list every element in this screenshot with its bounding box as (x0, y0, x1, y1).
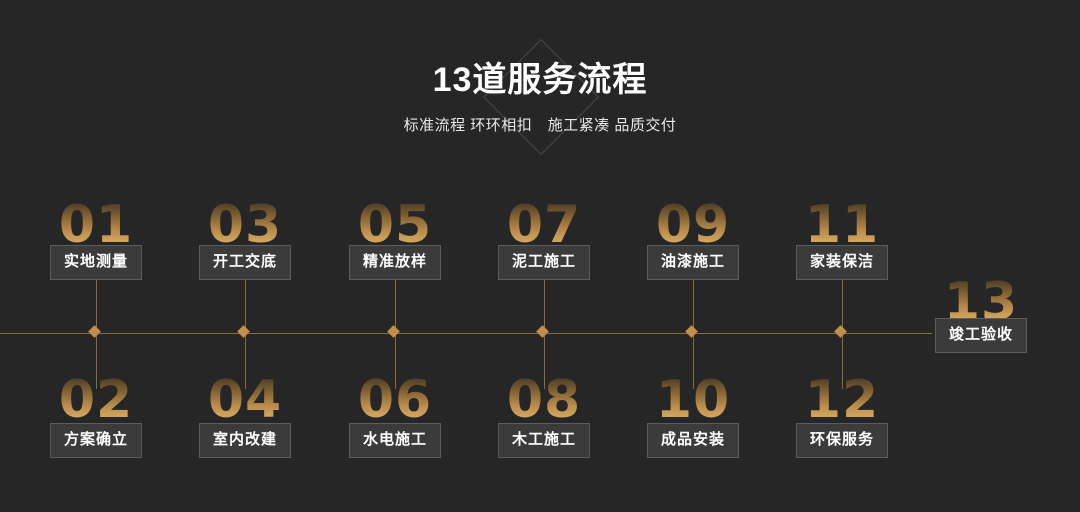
timeline-stem-down (245, 333, 246, 389)
timeline-stem-up (96, 277, 97, 333)
step-label[interactable]: 木工施工 (497, 423, 591, 458)
step-label[interactable]: 泥工施工 (497, 245, 591, 280)
step-label[interactable]: 成品安装 (646, 423, 740, 458)
step-number: 09 (603, 198, 783, 252)
timeline-node-diamond-icon (536, 325, 549, 338)
step-label[interactable]: 竣工验收 (934, 318, 1028, 353)
step-number: 02 (6, 373, 186, 427)
timeline-node-diamond-icon (834, 325, 847, 338)
step-number: 12 (752, 373, 932, 427)
timeline-stem-down (693, 333, 694, 389)
timeline-stem-down (842, 333, 843, 389)
timeline-stem-down (96, 333, 97, 389)
step-label[interactable]: 精准放样 (348, 245, 442, 280)
step-number: 11 (752, 198, 932, 252)
timeline-stem-up (693, 277, 694, 333)
timeline-stem-down (395, 333, 396, 389)
step-label[interactable]: 开工交底 (198, 245, 292, 280)
timeline-node-diamond-icon (237, 325, 250, 338)
step-number: 08 (454, 373, 634, 427)
timeline-node-diamond-icon (685, 325, 698, 338)
step-number: 06 (305, 373, 485, 427)
step-number: 07 (454, 198, 634, 252)
timeline-stem-up (842, 277, 843, 333)
step-number: 04 (155, 373, 335, 427)
step-label[interactable]: 家装保洁 (795, 245, 889, 280)
timeline-stem-down (544, 333, 545, 389)
timeline-axis (0, 333, 932, 334)
step-number: 05 (305, 198, 485, 252)
header: 13道服务流程 标准流程 环环相扣 施工紧凑 品质交付 (0, 0, 1080, 180)
step-label[interactable]: 环保服务 (795, 423, 889, 458)
step-label[interactable]: 水电施工 (348, 423, 442, 458)
timeline-stem-up (245, 277, 246, 333)
step-label[interactable]: 油漆施工 (646, 245, 740, 280)
page-title: 13道服务流程 (432, 61, 648, 99)
step-number: 03 (155, 198, 335, 252)
timeline-stem-up (544, 277, 545, 333)
timeline-node-diamond-icon (387, 325, 400, 338)
step-label[interactable]: 方案确立 (49, 423, 143, 458)
step-label[interactable]: 实地测量 (49, 245, 143, 280)
step-number: 01 (6, 198, 186, 252)
page-subtitle: 标准流程 环环相扣 施工紧凑 品质交付 (403, 117, 677, 134)
step-number: 10 (603, 373, 783, 427)
timeline-stem-up (395, 277, 396, 333)
step-label[interactable]: 室内改建 (198, 423, 292, 458)
timeline-node-diamond-icon (88, 325, 101, 338)
